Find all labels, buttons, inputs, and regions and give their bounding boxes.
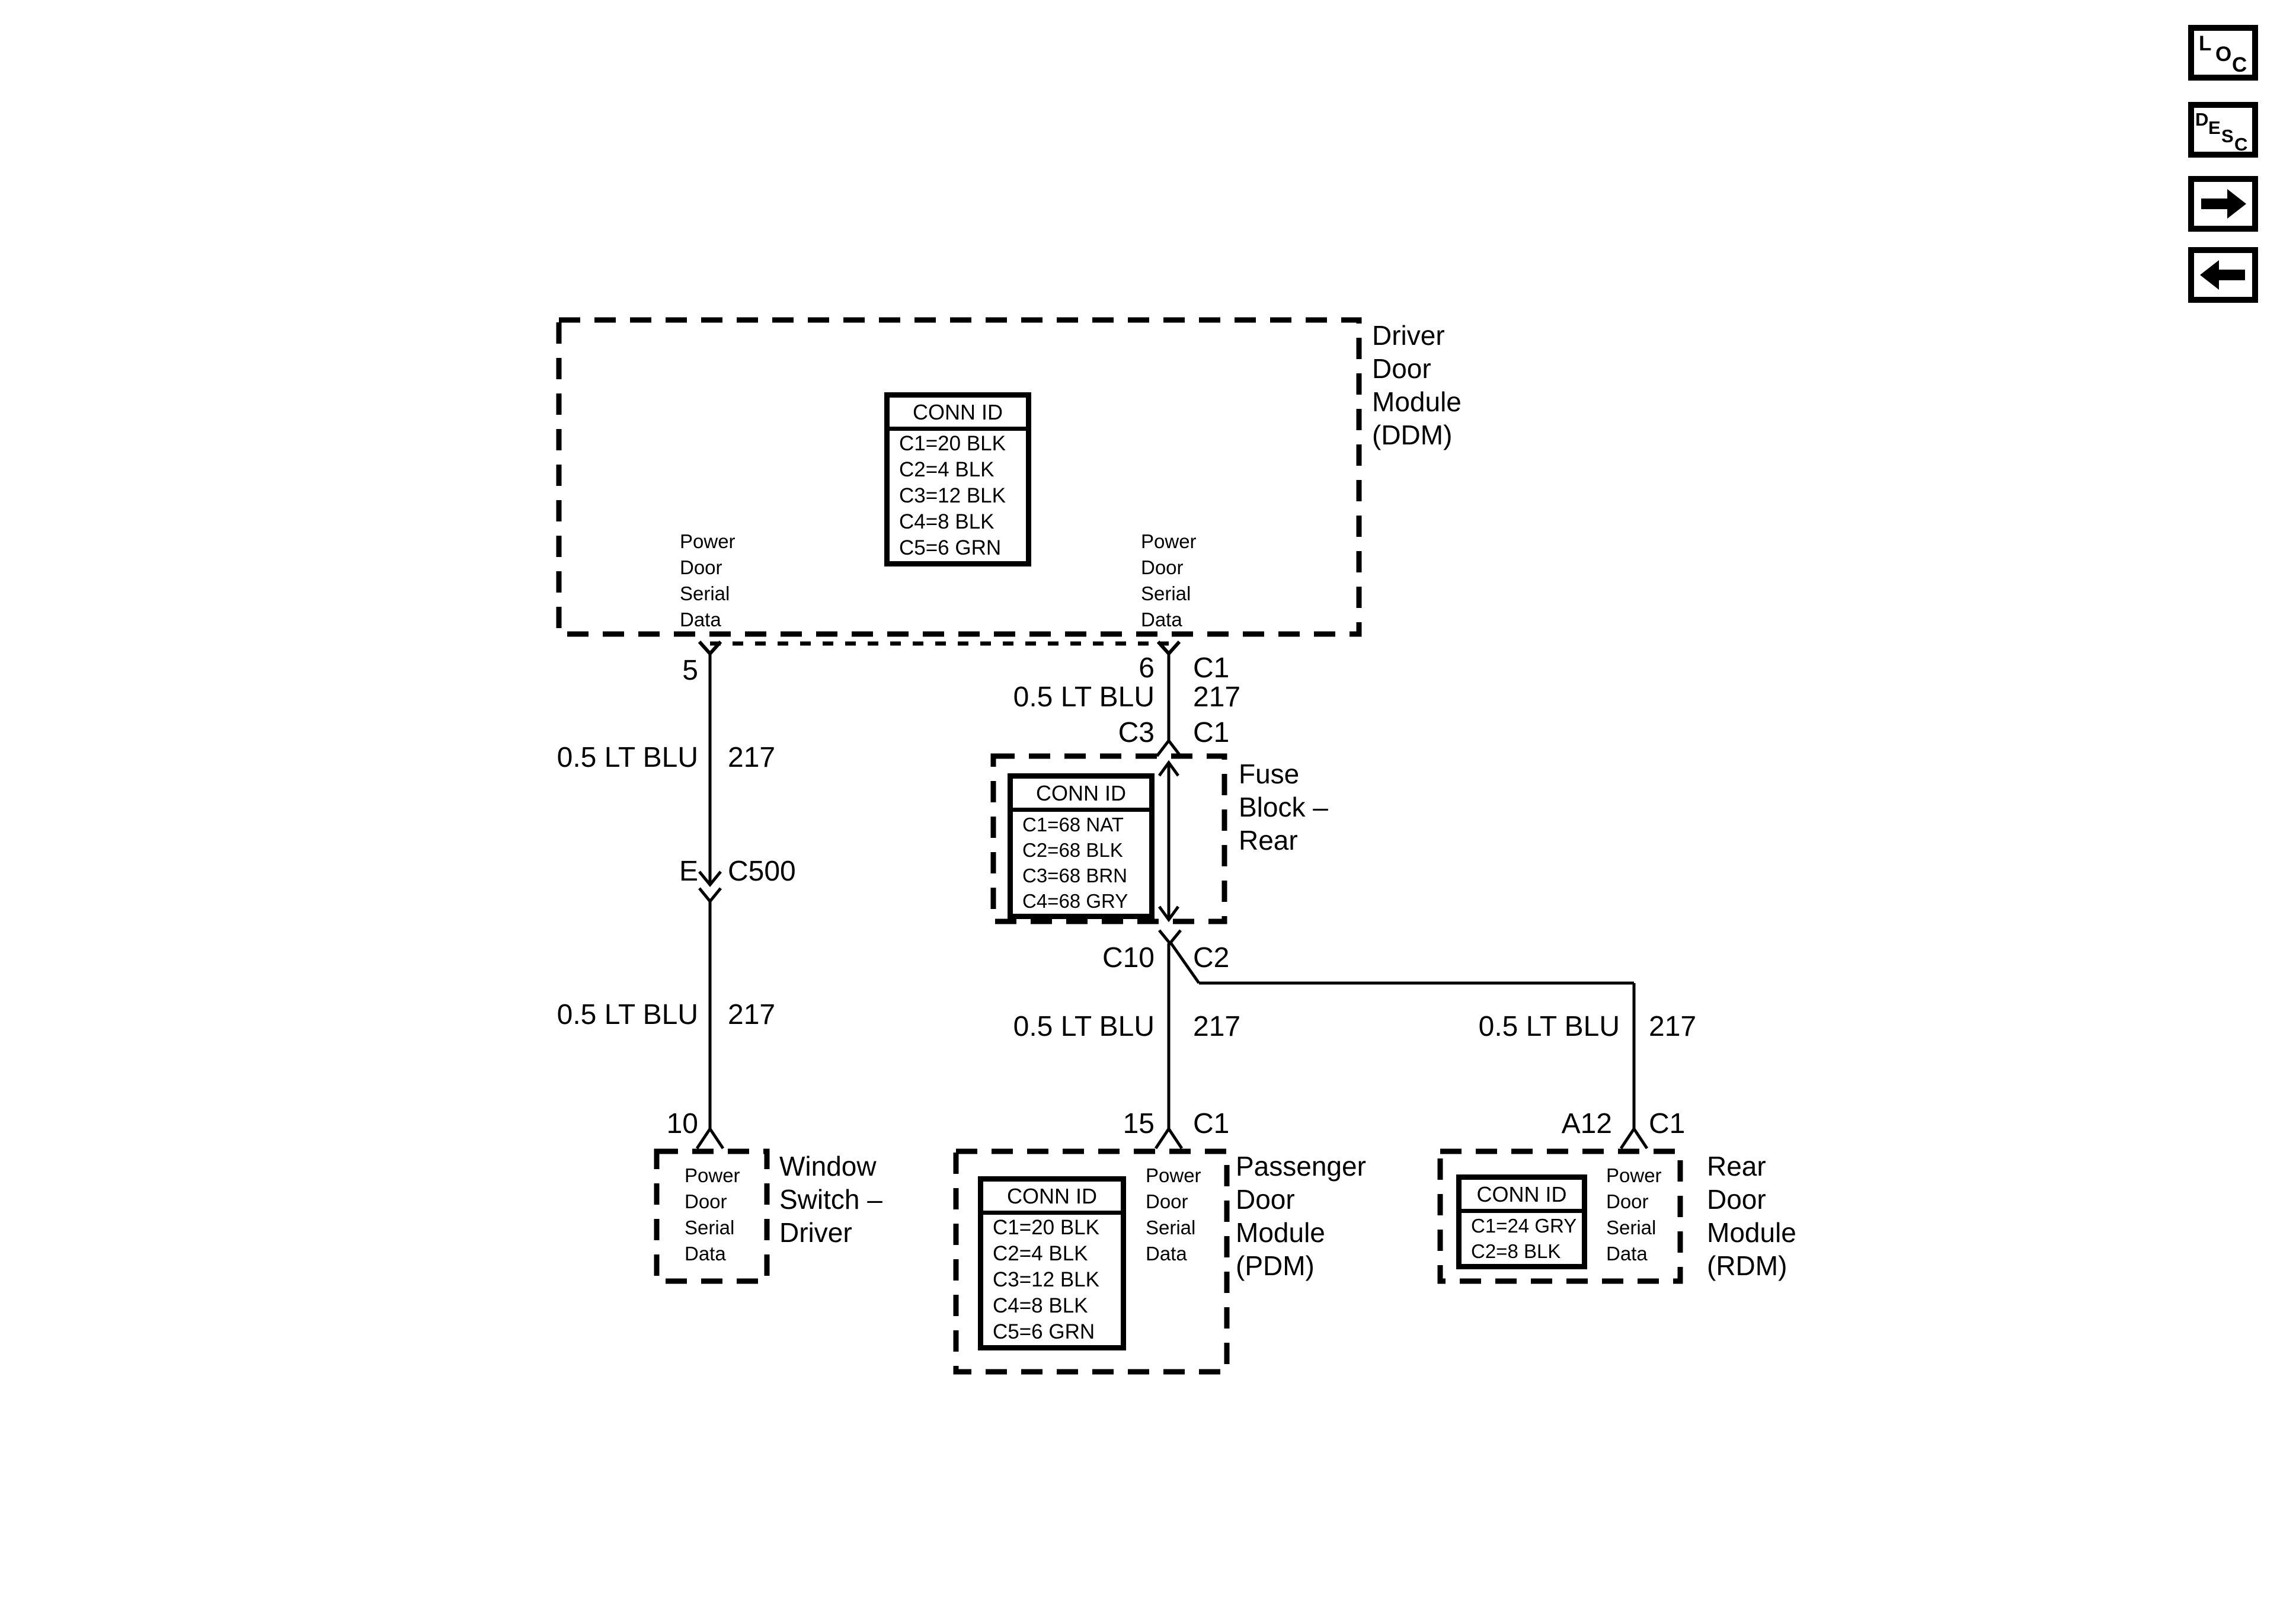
- loc-button[interactable]: L O C: [2188, 25, 2258, 81]
- desc-letter: D: [2195, 109, 2209, 130]
- fuse-down-arrow-icon: [1157, 905, 1180, 923]
- pinA12-connector-icon: [1619, 1126, 1649, 1150]
- circuit-number: 217: [1193, 1011, 1241, 1042]
- circuit-number: 217: [728, 742, 776, 773]
- window-switch-box: [654, 1148, 770, 1284]
- ws-signal: Power Door Serial Data: [685, 1164, 740, 1265]
- conn-id-row: C2=68 BLK: [1022, 839, 1123, 861]
- pin-label-E: E: [679, 856, 698, 887]
- fuse-up-arrow-icon: [1157, 760, 1180, 777]
- rdm-signal: Power Door Serial Data: [1606, 1164, 1662, 1265]
- conn-id-row: C4=68 GRY: [1022, 890, 1128, 912]
- window-switch-title: Window Switch – Driver: [779, 1151, 882, 1248]
- conn-id-row: C2=4 BLK: [993, 1242, 1088, 1265]
- fuse-block-box: [990, 753, 1227, 924]
- desc-letter: S: [2221, 126, 2234, 146]
- connector-label-C500: C500: [728, 856, 796, 887]
- circuit-number: 217: [728, 999, 776, 1030]
- loc-letter: O: [2215, 43, 2232, 66]
- c10-connector-icon: [1158, 929, 1182, 946]
- conn-id-header: CONN ID: [983, 1182, 1121, 1215]
- forward-arrow-icon: [2201, 189, 2246, 219]
- desc-letter: E: [2208, 117, 2221, 138]
- wire-color-label: 0.5 LT BLU: [557, 742, 698, 773]
- connector-label-C1: C1: [1193, 1108, 1230, 1140]
- pin15-connector-icon: [1154, 1126, 1184, 1150]
- connector-label-C1: C1: [1193, 652, 1230, 684]
- wire-color-label: 0.5 LT BLU: [1013, 1011, 1155, 1042]
- back-button[interactable]: [2188, 247, 2258, 303]
- pin-label-C3: C3: [1118, 717, 1155, 748]
- rdm-title: Rear Door Module (RDM): [1707, 1151, 1796, 1281]
- loc-letter: L: [2199, 32, 2212, 55]
- pin-label-15: 15: [1123, 1108, 1155, 1140]
- fuse-block-title: Fuse Block – Rear: [1239, 758, 1328, 856]
- pin-label-5: 5: [682, 655, 698, 686]
- circuit-number: 217: [1649, 1011, 1697, 1042]
- branch-diagonal-wire: [1169, 942, 1201, 984]
- c500-arrowhead-icon: [698, 870, 722, 887]
- desc-letter: C: [2234, 134, 2248, 155]
- conn-id-header: CONN ID: [1013, 779, 1149, 812]
- connector-label-C1: C1: [1649, 1108, 1686, 1140]
- rdm-conn-id-table: CONN ID C1=24 GRY C2=8 BLK: [1456, 1174, 1587, 1269]
- conn-id-row: C5=6 GRN: [993, 1320, 1095, 1343]
- conn-id-row: C3=12 BLK: [899, 484, 1006, 507]
- conn-id-row: C3=12 BLK: [993, 1268, 1099, 1291]
- conn-id-row: C2=8 BLK: [1471, 1240, 1561, 1262]
- back-arrow-icon: [2200, 260, 2245, 290]
- forward-button[interactable]: [2188, 176, 2258, 232]
- conn-id-row: C1=24 GRY: [1471, 1215, 1577, 1237]
- fuse-conn-id-table: CONN ID C1=68 NAT C2=68 BLK C3=68 BRN C4…: [1008, 773, 1155, 919]
- pdm-conn-id-table: CONN ID C1=20 BLK C2=4 BLK C3=12 BLK C4=…: [978, 1176, 1126, 1350]
- c3-connector-icon: [1156, 738, 1182, 757]
- pin-label-A12: A12: [1561, 1108, 1612, 1140]
- pin10-connector-icon: [695, 1126, 725, 1150]
- conn-id-row: C5=6 GRN: [899, 536, 1002, 559]
- conn-id-row: C2=4 BLK: [899, 458, 994, 481]
- conn-id-header: CONN ID: [1462, 1180, 1582, 1213]
- conn-id-row: C1=68 NAT: [1022, 814, 1124, 836]
- conn-id-row: C4=8 BLK: [899, 510, 994, 533]
- connector-label-C2: C2: [1193, 942, 1230, 974]
- circuit-number: 217: [1193, 681, 1241, 713]
- loc-letter: C: [2232, 53, 2247, 76]
- desc-button[interactable]: D E S C: [2188, 102, 2258, 158]
- conn-id-row: C3=68 BRN: [1022, 865, 1128, 886]
- wire-color-label: 0.5 LT BLU: [1478, 1011, 1620, 1042]
- conn-id-row: C4=8 BLK: [993, 1294, 1088, 1317]
- rdm-box: [1437, 1148, 1683, 1284]
- ddm-box: [556, 317, 1362, 637]
- ddm-title: Driver Door Module (DDM): [1372, 320, 1462, 450]
- wire-color-label: 0.5 LT BLU: [1013, 681, 1155, 713]
- conn-id-row: C1=20 BLK: [899, 432, 1006, 455]
- connector-label-C1: C1: [1193, 717, 1230, 748]
- ddm-signal-right: Power Door Serial Data: [1141, 530, 1197, 630]
- pdm-box: [953, 1148, 1230, 1375]
- conn-id-header: CONN ID: [890, 398, 1026, 431]
- pin-label-C10: C10: [1102, 942, 1155, 974]
- pdm-signal: Power Door Serial Data: [1146, 1164, 1201, 1265]
- c500-connector-icon: [698, 887, 722, 904]
- pin-label-6: 6: [1139, 652, 1155, 684]
- wire-color-label: 0.5 LT BLU: [557, 999, 698, 1030]
- pdm-title: Passenger Door Module (PDM): [1236, 1151, 1366, 1281]
- ddm-conn-id-table: CONN ID C1=20 BLK C2=4 BLK C3=12 BLK C4=…: [884, 392, 1031, 566]
- ddm-signal-left: Power Door Serial Data: [680, 530, 736, 630]
- conn-id-row: C1=20 BLK: [993, 1216, 1099, 1239]
- pin-label-10: 10: [666, 1108, 698, 1140]
